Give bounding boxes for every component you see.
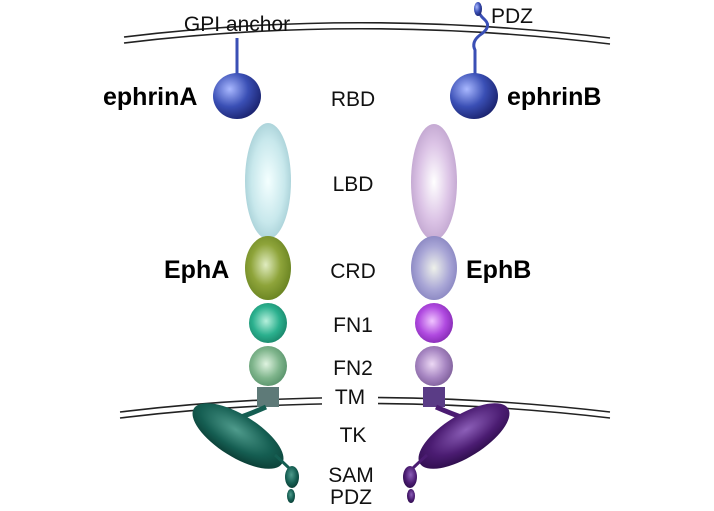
eph-b-sam (403, 466, 417, 488)
ephrin-a-label: ephrinA (103, 83, 197, 111)
top-membrane (123, 21, 611, 45)
domain-label-fn1: FN1 (333, 314, 373, 337)
domain-label-sam: SAM (328, 464, 374, 487)
eph-a-crd (245, 236, 291, 300)
ephrin-a-rbd (213, 73, 261, 119)
gpi-anchor-label: GPI anchor (184, 13, 290, 36)
domain-label-tk: TK (340, 424, 367, 447)
pdz-top-label: PDZ (491, 5, 533, 28)
eph-b-crd (411, 236, 457, 300)
ephrin-b-tail (472, 7, 490, 76)
eph-a-receptor (192, 123, 299, 503)
ephrin-b-pdz-motif (474, 2, 482, 16)
eph-b-pdz (407, 489, 415, 503)
domain-label-lbd: LBD (333, 173, 374, 196)
tm-label-backing (322, 380, 378, 410)
domain-label-tm: TM (335, 386, 365, 409)
eph-a-fn2 (249, 346, 287, 386)
ephrin-a (213, 38, 261, 119)
domain-label-pdz: PDZ (330, 486, 372, 509)
eph-a-pdz (287, 489, 295, 503)
domain-label-fn2: FN2 (333, 357, 373, 380)
domain-label-crd: CRD (330, 260, 376, 283)
eph-b-fn2 (415, 346, 453, 386)
eph-a-tk (192, 403, 284, 469)
eph-a-lbd (245, 123, 291, 239)
ephrin-b-rbd (450, 73, 498, 119)
eph-a-sam (285, 466, 299, 488)
eph-b-lbd (411, 124, 457, 240)
eph-b-label: EphB (466, 256, 531, 284)
eph-b-tm (423, 387, 445, 407)
eph-a-tm (257, 387, 279, 407)
eph-a-label: EphA (164, 256, 229, 284)
ephrin-b (450, 2, 498, 119)
eph-a-fn1 (249, 303, 287, 343)
ephrin-b-label: ephrinB (507, 83, 601, 111)
domain-label-rbd: RBD (331, 88, 375, 111)
eph-b-receptor (403, 124, 510, 503)
eph-b-tk (418, 403, 510, 469)
eph-b-fn1 (415, 303, 453, 343)
